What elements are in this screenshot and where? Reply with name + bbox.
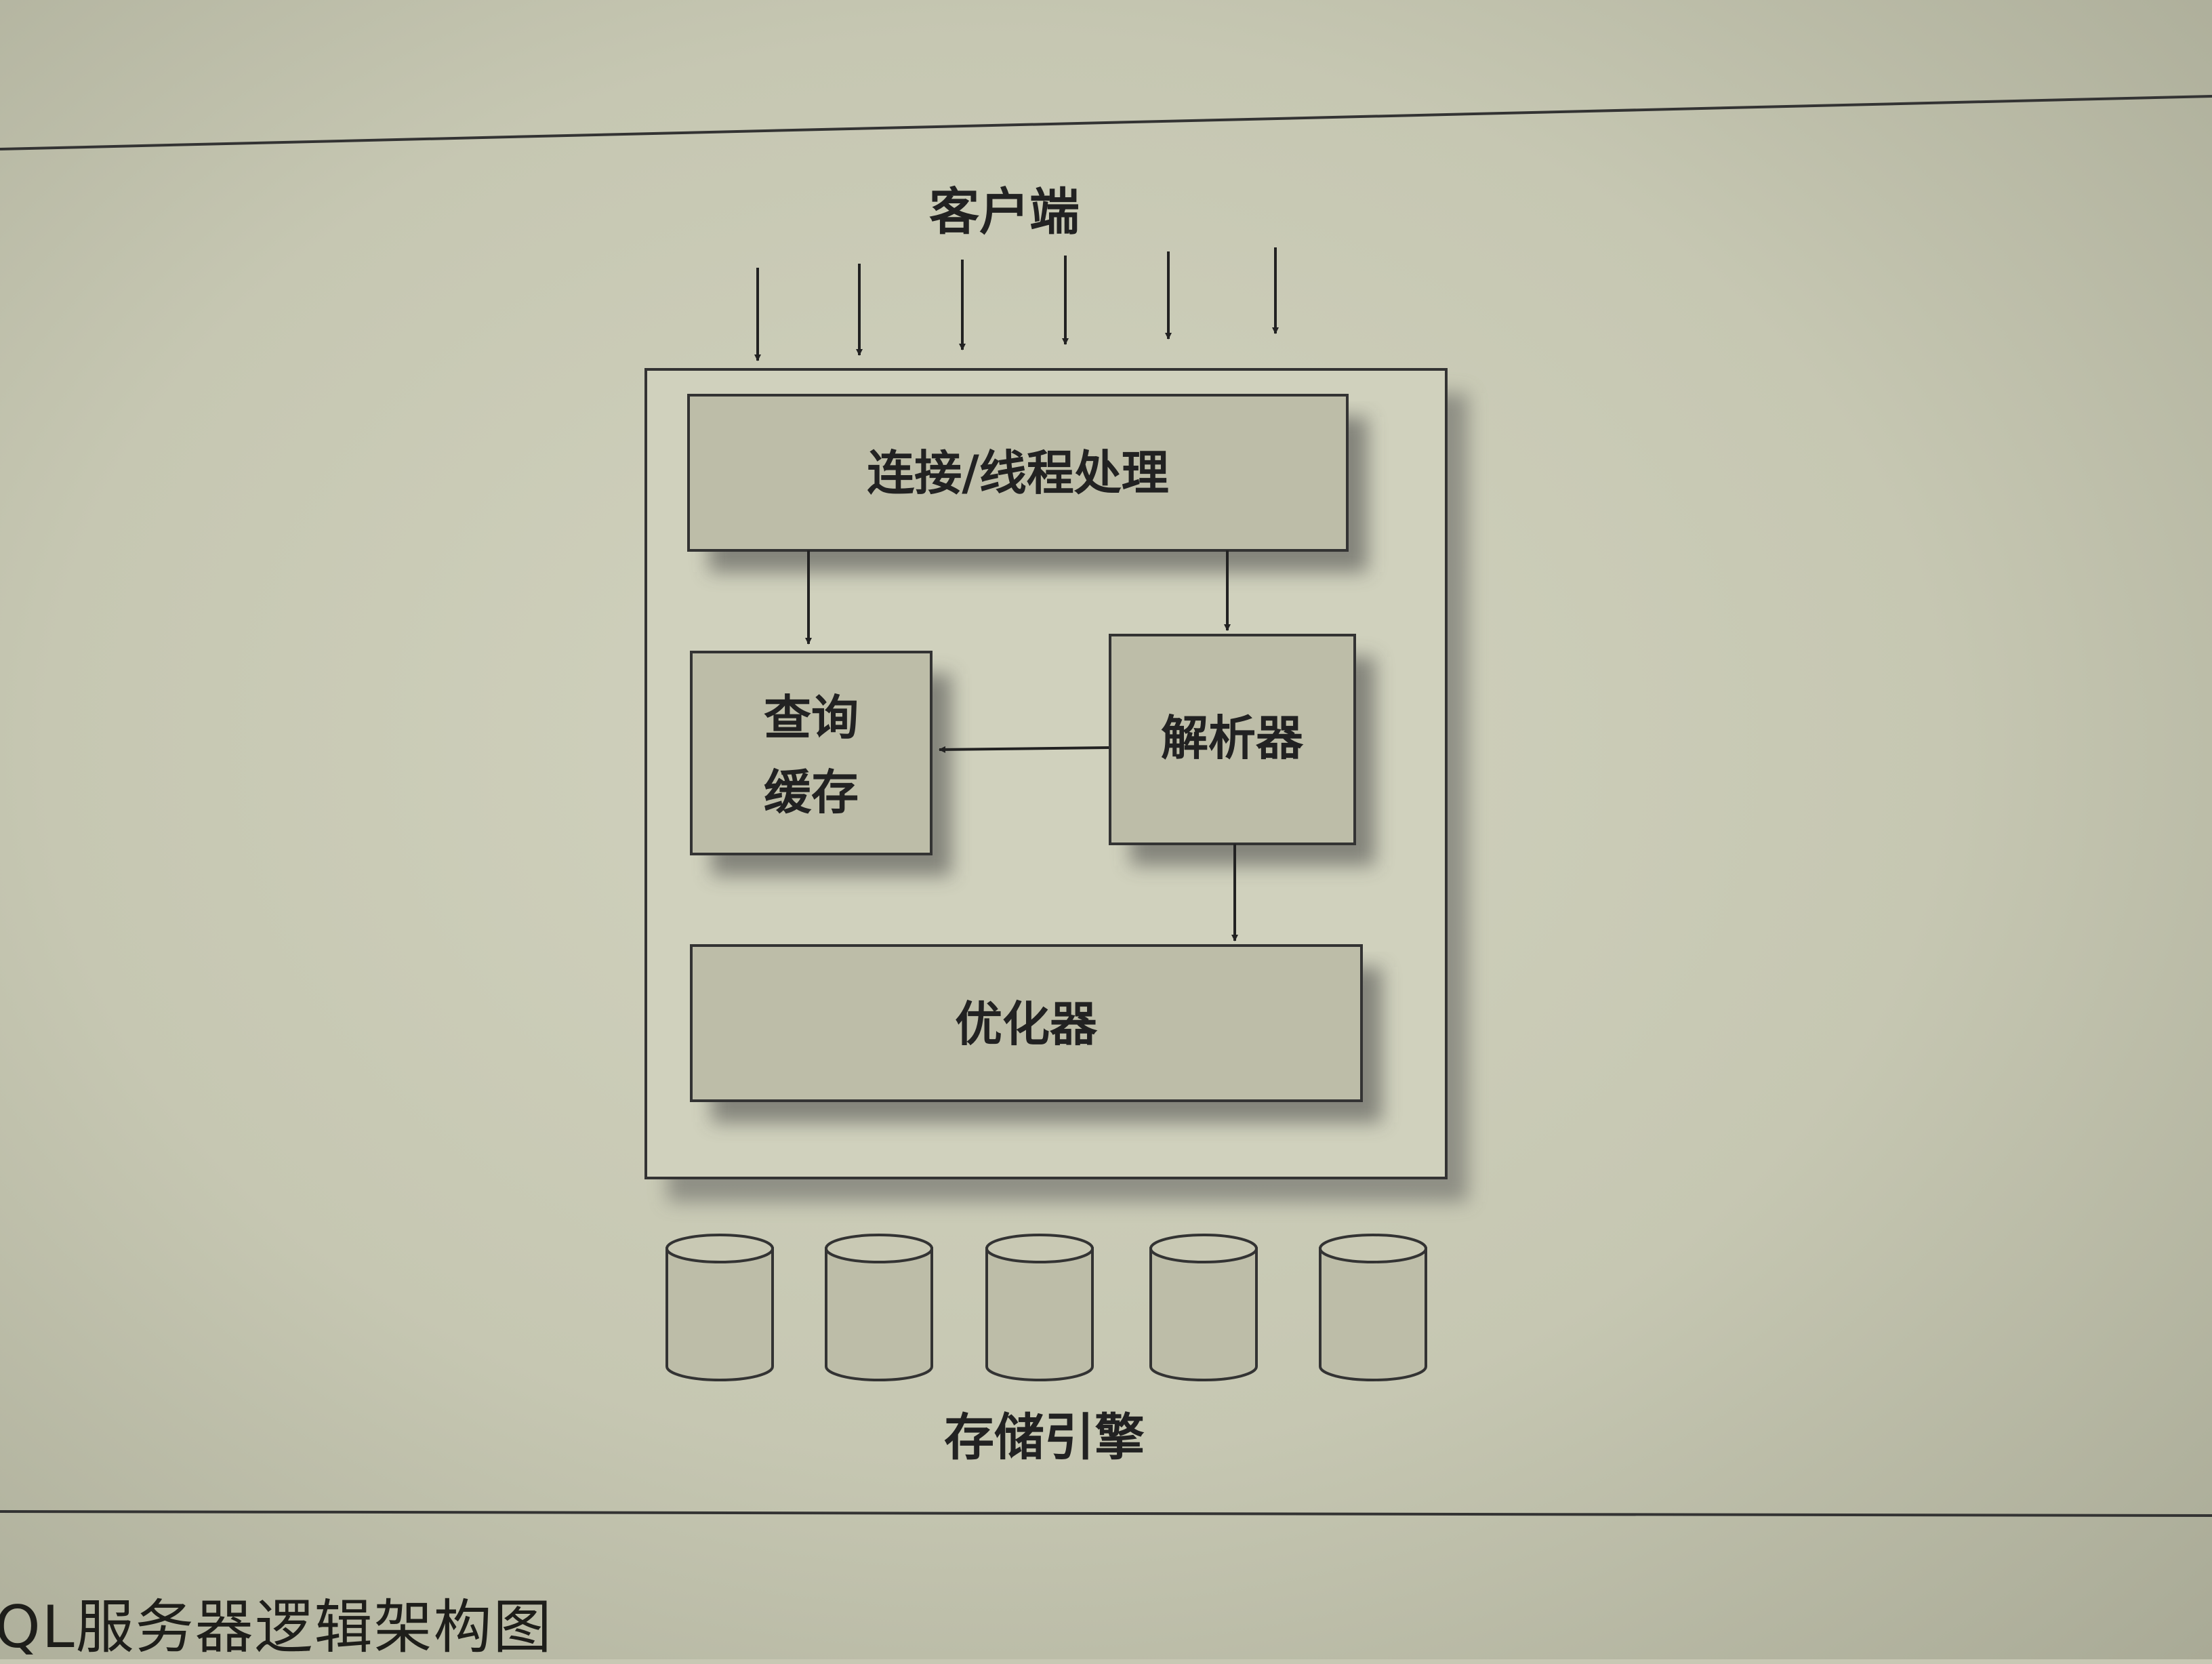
storage-engine-cylinder	[825, 1234, 933, 1381]
storage-engine-cylinder	[985, 1234, 1094, 1381]
connection-label: 连接/线程处理	[867, 445, 1169, 501]
figure-caption: QL服务器逻辑架构图	[0, 1594, 553, 1661]
storage-engine-cylinder	[665, 1234, 774, 1381]
optimizer-box	[690, 944, 1363, 1102]
client-arrows	[754, 247, 1279, 361]
storage-engines	[665, 1234, 1427, 1381]
optimizer-label: 优化器	[955, 996, 1098, 1052]
parser-box	[1109, 634, 1356, 845]
connection-thread-box	[687, 394, 1349, 552]
bottom-rule	[0, 1510, 2212, 1517]
storage-engine-cylinder	[1149, 1234, 1258, 1381]
storage-engine-label: 存储引擎	[944, 1408, 1145, 1467]
top-rule	[0, 95, 2212, 150]
query-cache-label-2: 缓存	[764, 765, 859, 820]
query-cache-label-1: 查询	[764, 690, 859, 746]
storage-engine-cylinder	[1319, 1234, 1427, 1381]
arrow-parser-to-cache	[939, 746, 1109, 753]
query-cache-box	[690, 651, 933, 855]
client-label: 客户端	[929, 183, 1080, 241]
parser-label: 解析器	[1161, 710, 1304, 766]
